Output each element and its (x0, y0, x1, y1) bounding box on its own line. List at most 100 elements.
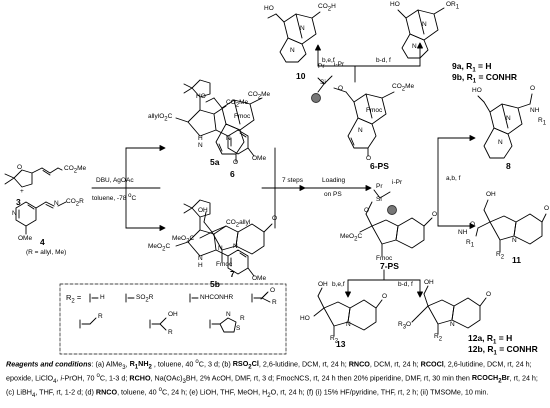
ps-bead-7ps (387, 205, 397, 215)
compound-7-label: 7 (230, 269, 235, 279)
reagents-and-conditions: Reagents and conditions: (a) AlMe3, R1NH… (6, 359, 538, 400)
atom-6ps-co2me: CO2Me (392, 83, 415, 93)
r2-definition-label: R2 = (66, 293, 82, 305)
branch-arrows-1 (91, 147, 161, 229)
atom-11-r1: R1 (466, 239, 475, 249)
atom-9-ho: HO (390, 1, 400, 8)
r2-option-thiazole-n: N (226, 311, 231, 318)
atom-8-o: O (530, 85, 536, 92)
ps-bead-6ps (311, 93, 321, 103)
plus-sign: + (20, 188, 24, 195)
atom-5b-ome: OMe (252, 275, 267, 282)
atom-7-o: O (272, 215, 278, 222)
atom-6ps-ipr2: i-Pr (334, 61, 345, 68)
atom-7ps-pr: Pr (376, 183, 383, 190)
atom-12-oh: OH (424, 279, 434, 286)
atom-3-o1: O (17, 164, 23, 171)
structure-12 (411, 285, 487, 335)
r2-option-thiazole-s: S (236, 325, 241, 332)
atom-5a-ome: OMe (252, 155, 267, 162)
compound-7-ps-label: 7-PS (380, 261, 399, 271)
structure-7-ps (359, 189, 433, 257)
atom-4-co2r: CO2R (66, 198, 84, 208)
atom-4-ome: OMe (18, 235, 33, 242)
atom-11-o2: O (544, 205, 550, 212)
condition-dbu: DBU, AgOAc (96, 177, 134, 184)
atom-12-r2: R2 (434, 333, 443, 343)
compound-8-label: 8 (506, 161, 511, 171)
atom-10-ho: HO (264, 5, 274, 12)
atom-5a-co2me: CO2Me (226, 99, 249, 109)
structure-3 (4, 167, 63, 188)
condition-toluene: toluene, -78 oC (92, 193, 137, 203)
structure-9 (397, 7, 445, 59)
atom-8-n: N (498, 139, 503, 146)
condition-bdf-bottom: b-d, f (398, 281, 413, 288)
r2-option-hydroxy-r: R (168, 329, 173, 336)
atom-7ps-si: Si (376, 196, 382, 203)
r2-option-so2r: SO2R (136, 294, 154, 304)
right-branch-arrows (437, 137, 471, 227)
structure-5b (175, 199, 255, 277)
structure-13 (313, 287, 383, 337)
r2-option-nhconhr: NHCONHR (200, 294, 234, 301)
atom-12-n: N (450, 321, 455, 328)
atom-5a-allylo2c: allylO2C (148, 113, 173, 123)
compound-10-label: 10 (296, 71, 306, 81)
seven-steps-arrows (261, 147, 301, 229)
atom-9-n2: N (422, 21, 427, 28)
r2-option-alkyl-r: R (98, 313, 103, 320)
atom-3-co2me: CO2Me (64, 165, 87, 175)
atom-7ps-ipr: i-Pr (392, 179, 403, 186)
compound-12a-label: 12a, R1 = H (468, 333, 513, 346)
atom-11-o: O (470, 221, 476, 228)
atom-6ps-n: N (358, 127, 363, 134)
atom-8-nh: NH (530, 107, 540, 114)
bottom-branch-arrows (347, 269, 421, 293)
top-branch-arrows (317, 47, 421, 83)
atom-6ps-si: Si (320, 79, 326, 86)
compound-5a-label: 5a (210, 157, 220, 167)
atom-6ps-o: O (338, 85, 344, 92)
atom-4-ring-n: N (12, 210, 17, 217)
atom-6-ho: HO (196, 93, 206, 100)
r2-option-acyl-r: R (272, 299, 277, 306)
compound-3-label: 3 (16, 197, 21, 207)
atom-13-r2: R2 (330, 335, 339, 345)
atom-6-fmoc: Fmoc (234, 113, 251, 120)
condition-bdf-top: b-d, f (376, 57, 391, 64)
atom-11-oh: OH (486, 191, 496, 198)
structure-6 (205, 97, 263, 163)
compound-13-label: 13 (336, 339, 346, 349)
structure-4 (15, 201, 67, 235)
atom-6-n: N (226, 135, 231, 142)
atom-7ps-fmoc: Fmoc (376, 255, 393, 262)
atom-6-o: O (233, 159, 239, 166)
atom-6ps-ipr1: Pr (318, 63, 325, 70)
condition-bef-bottom: b,e,f (332, 281, 345, 288)
r2-definition-box (59, 283, 287, 355)
atom-6-co2me: CO2Me (248, 91, 271, 101)
structure-11 (475, 199, 547, 253)
atom-10-n2: N (300, 25, 305, 32)
atom-10-co2h: CO2H (318, 3, 336, 13)
atom-10-n: N (290, 47, 295, 54)
structure-8 (477, 93, 533, 159)
reaction-scheme (4, 7, 547, 355)
r2-option-h: H (100, 294, 105, 301)
atom-12-r3o: R3O (398, 321, 412, 331)
atom-11-n: N (512, 237, 517, 244)
compound-11-label: 11 (512, 255, 521, 265)
atom-6ps-o2: O (366, 155, 372, 162)
compound-6-ps-label: 6-PS (370, 161, 389, 171)
atom-13-n: N (346, 321, 351, 328)
atom-4-n: N (54, 200, 59, 207)
structure-5a (175, 79, 255, 157)
r-definition: (R = allyl, Me) (26, 249, 67, 256)
condition-on-ps: on PS (324, 191, 342, 198)
atom-8-n2: N (506, 115, 511, 122)
atom-5b-co2allyl: CO2allyl (226, 219, 251, 229)
atom-7-n: N (233, 243, 238, 250)
